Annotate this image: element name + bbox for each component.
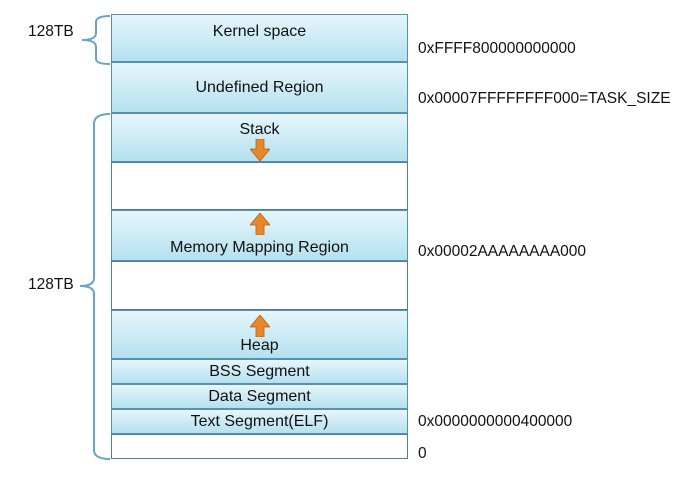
kernel-space-brace [81, 15, 111, 65]
undefined-region-label: Undefined Region [195, 79, 324, 96]
memory-mapping-label: Memory Mapping Region [170, 239, 349, 256]
user-size-label: 128TB [28, 276, 74, 293]
stack-grows-down-arrow-icon [249, 139, 270, 161]
bss-segment: BSS Segment [111, 359, 408, 384]
data-label: Data Segment [208, 388, 311, 405]
zero-address: 0 [418, 445, 427, 462]
task-size-address: 0x00007FFFFFFFF000=TASK_SIZE [418, 90, 671, 107]
kernel-space-segment: Kernel space [111, 14, 408, 62]
mmap-base-address: 0x00002AAAAAAAA000 [418, 243, 587, 260]
kernel-space-label: Kernel space [212, 23, 307, 40]
heap-label: Heap [240, 337, 279, 354]
text-segment: Text Segment(ELF) [111, 409, 408, 434]
kernel-start-address: 0xFFFF800000000000 [418, 40, 576, 57]
stack-gap-region [111, 162, 408, 210]
undefined-region-segment: Undefined Region [111, 62, 408, 113]
bss-label: BSS Segment [209, 363, 310, 380]
stack-label: Stack [239, 121, 280, 138]
kernel-size-label: 128TB [28, 23, 74, 40]
text-label: Text Segment(ELF) [190, 413, 329, 430]
user-space-brace [79, 113, 111, 460]
stack-segment: Stack [111, 113, 408, 162]
heap-grows-up-arrow-icon [249, 315, 270, 337]
heap-gap-region [111, 261, 408, 310]
mmap-grows-up-arrow-icon [249, 213, 270, 235]
memory-mapping-segment: Memory Mapping Region [111, 210, 408, 261]
reserved-low-region [111, 434, 408, 459]
heap-segment: Heap [111, 310, 408, 359]
text-start-address: 0x0000000000400000 [418, 413, 573, 430]
data-segment: Data Segment [111, 384, 408, 409]
